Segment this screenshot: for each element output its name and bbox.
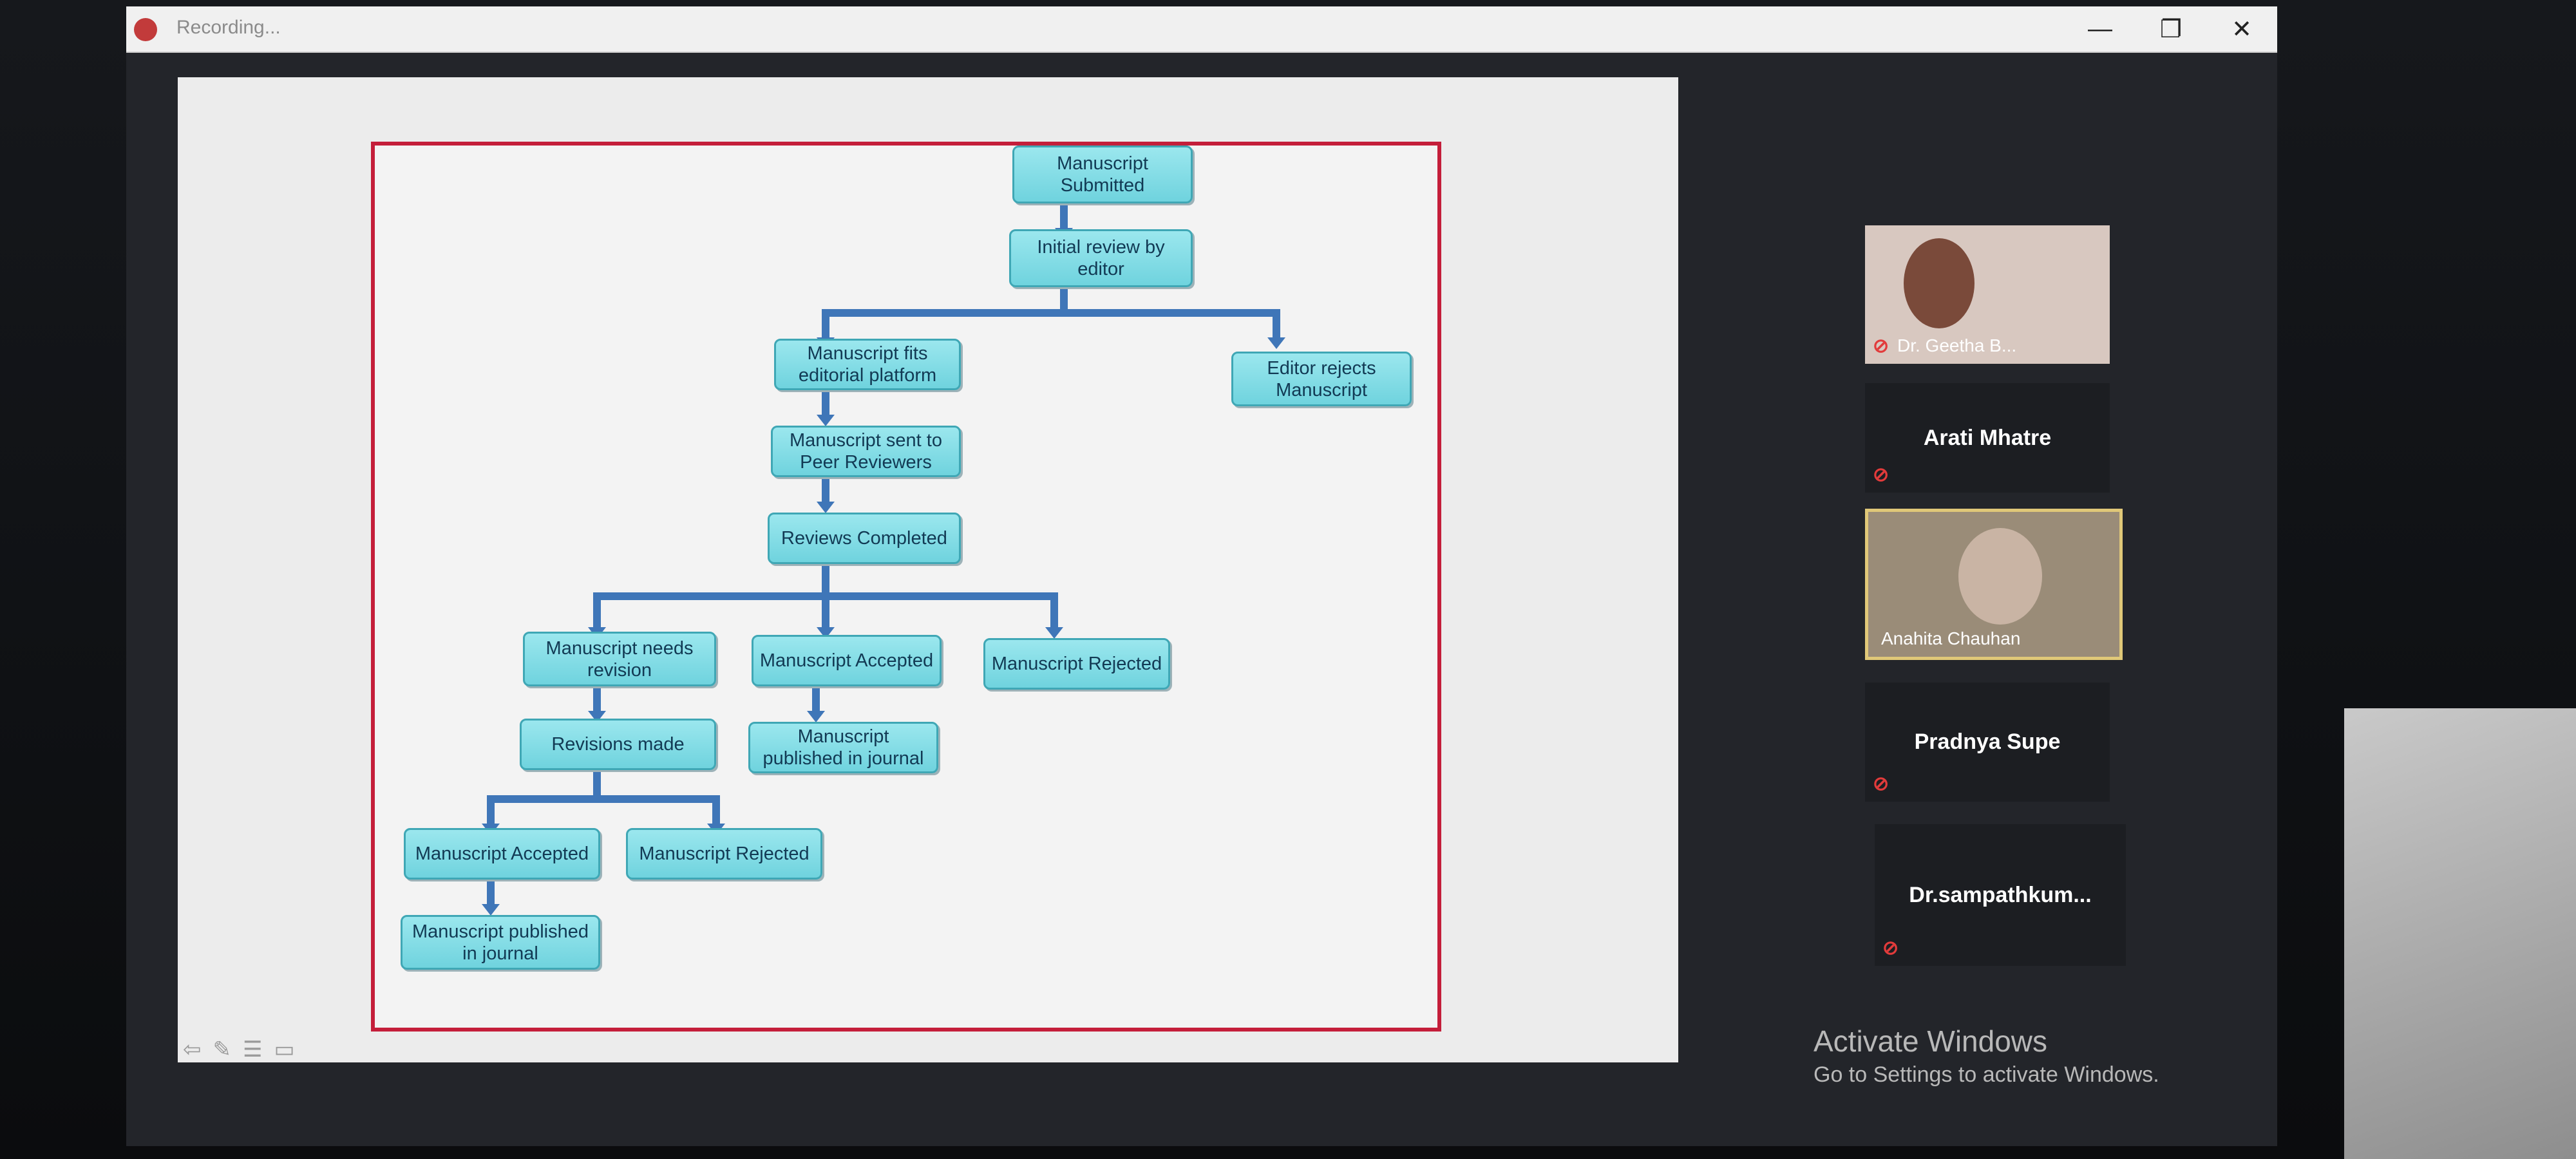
participant-tile-sampath[interactable]: Dr.sampathkum... ⊘ xyxy=(1875,824,2126,966)
watermark-subtitle: Go to Settings to activate Windows. xyxy=(1814,1062,2159,1087)
participant-tile-anahita[interactable]: Anahita Chauhan xyxy=(1865,509,2123,660)
node-needs-revision: Manuscript needs revision xyxy=(523,632,716,686)
node-manuscript-rejected: Manuscript Rejected xyxy=(983,638,1170,690)
node-sent-to-reviewers: Manuscript sent to Peer Reviewers xyxy=(771,426,961,477)
activate-windows-watermark: Activate Windows Go to Settings to activ… xyxy=(1814,1024,2159,1088)
menu-icon[interactable]: ☰ xyxy=(243,1037,263,1062)
participant-tile-arati[interactable]: Arati Mhatre ⊘ xyxy=(1865,383,2110,493)
node-manuscript-accepted: Manuscript Accepted xyxy=(752,635,942,686)
arrowhead xyxy=(817,627,835,639)
participant-name: Anahita Chauhan xyxy=(1881,628,2021,648)
node-reviews-completed: Reviews Completed xyxy=(768,513,961,564)
arrowhead xyxy=(482,904,500,916)
shared-screen: Manuscript Submitted Initial review by e… xyxy=(178,77,1678,1062)
node-revisions-made: Revisions made xyxy=(520,719,716,770)
node-manuscript-submitted: Manuscript Submitted xyxy=(1012,146,1193,203)
title-bar: Recording... — ❐ ✕ xyxy=(126,6,2277,53)
participant-name: Pradnya Supe xyxy=(1914,730,2061,754)
node-published-in-journal: Manuscript published in journal xyxy=(748,722,938,773)
flowchart-connectors xyxy=(482,200,1285,916)
participant-name: Dr. Geetha B... xyxy=(1897,335,2017,355)
mic-muted-icon: ⊘ xyxy=(1882,938,1899,959)
arrowhead xyxy=(817,415,835,426)
arrowhead xyxy=(1267,337,1285,349)
close-icon[interactable]: ✕ xyxy=(2231,15,2252,43)
node-editor-rejects: Editor rejects Manuscript xyxy=(1231,352,1412,406)
slide-toolbar: ⇦ ✎ ☰ ▭ xyxy=(183,1037,295,1062)
arrowhead xyxy=(817,502,835,513)
recording-label: Recording... xyxy=(176,17,281,38)
participant-panel: ⊘ Dr. Geetha B... Arati Mhatre ⊘ Anahita… xyxy=(1865,161,2251,998)
desk-background xyxy=(2344,708,2576,1159)
back-arrow-icon[interactable]: ⇦ xyxy=(183,1037,202,1062)
meeting-window: Recording... — ❐ ✕ xyxy=(126,6,2277,1146)
pen-icon[interactable]: ✎ xyxy=(213,1037,232,1062)
node-published-in-journal-2: Manuscript published in journal xyxy=(401,915,600,970)
participant-name: Dr.sampathkum... xyxy=(1909,882,2092,907)
node-manuscript-accepted-2: Manuscript Accepted xyxy=(404,828,600,880)
minimize-icon[interactable]: — xyxy=(2088,15,2112,42)
arrowhead xyxy=(807,711,825,722)
participant-name: Arati Mhatre xyxy=(1923,425,2052,450)
mic-muted-icon: ⊘ xyxy=(1873,335,1889,357)
connector xyxy=(593,560,1058,632)
participant-tile-pradnya[interactable]: Pradnya Supe ⊘ xyxy=(1865,683,2110,802)
mic-muted-icon: ⊘ xyxy=(1873,464,1889,485)
video-feed xyxy=(1904,238,1975,328)
node-fits-platform: Manuscript fits editorial platform xyxy=(774,339,961,390)
node-initial-review: Initial review by editor xyxy=(1009,229,1193,287)
watermark-title: Activate Windows xyxy=(1814,1024,2048,1058)
connector xyxy=(822,283,1280,343)
slide-frame: Manuscript Submitted Initial review by e… xyxy=(371,142,1441,1032)
participant-tile-geetha[interactable]: ⊘ Dr. Geetha B... xyxy=(1865,225,2110,364)
arrowhead xyxy=(1045,627,1063,639)
arrowhead xyxy=(588,711,606,722)
node-manuscript-rejected-2: Manuscript Rejected xyxy=(626,828,822,880)
screen-icon[interactable]: ▭ xyxy=(274,1037,295,1062)
connector xyxy=(487,766,720,829)
video-feed xyxy=(1958,528,2042,625)
mic-muted-icon: ⊘ xyxy=(1873,773,1889,795)
restore-icon[interactable]: ❐ xyxy=(2159,15,2183,43)
recording-icon xyxy=(134,18,157,41)
